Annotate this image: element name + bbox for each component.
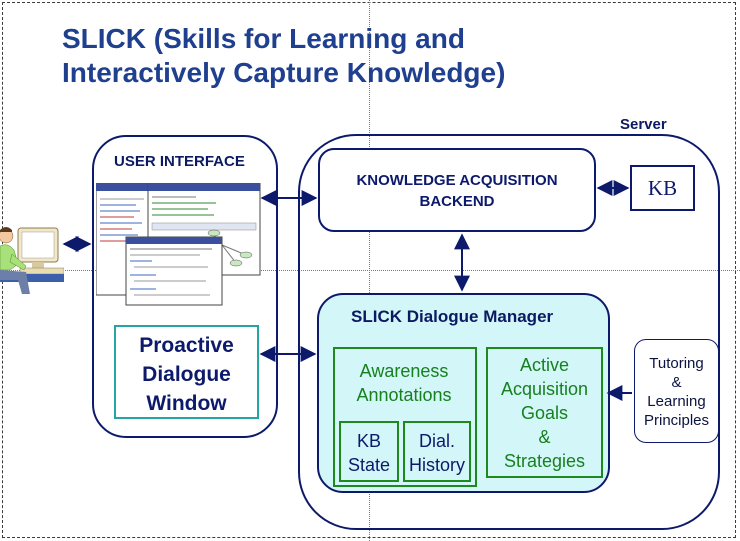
proactive-line-3: Window — [146, 392, 227, 415]
ka-backend-line-1: KNOWLEDGE ACQUISITION — [356, 172, 558, 189]
active-goals-line-3: Goals — [520, 403, 569, 423]
active-goals-line-1: Active — [519, 355, 570, 375]
title-line-1: SLICK (Skills for Learning and — [62, 23, 465, 54]
proactive-line-1: Proactive — [139, 334, 234, 357]
tutoring-line-1: Tutoring — [649, 355, 704, 372]
user-interface-container — [92, 135, 278, 438]
computer-user-drawing — [0, 227, 65, 294]
ka-backend-line-2: BACKEND — [419, 193, 495, 210]
active-goals-line-2: Acquisition — [500, 379, 589, 399]
kb-state-line-2: State — [347, 455, 391, 475]
tutoring-line-2: & — [671, 374, 682, 391]
user-interface-label: USER INTERFACE — [114, 153, 245, 170]
proactive-line-2: Dialogue — [142, 363, 231, 386]
vertical-guide — [369, 0, 370, 541]
active-goals-line-4: & — [538, 427, 551, 447]
ui-screenshot-icon — [95, 182, 264, 307]
awareness-line-2: Annotations — [356, 385, 452, 405]
tutoring-principles-box: Tutoring & Learning Principles — [634, 339, 719, 443]
awareness-annotations-box — [333, 347, 477, 487]
awareness-line-1: Awareness — [359, 361, 449, 381]
dial-history-line-2: History — [408, 455, 465, 475]
server-label: Server — [620, 116, 667, 133]
ka-backend-box: KNOWLEDGE ACQUISITION BACKEND — [318, 148, 596, 232]
tutoring-line-3: Learning — [647, 393, 706, 410]
kb-box: KB — [630, 165, 695, 211]
active-goals-line-5: Strategies — [503, 451, 586, 471]
page-title: SLICK (Skills for Learning and Interacti… — [62, 22, 505, 90]
horizontal-guide — [0, 270, 740, 271]
title-line-2: Interactively Capture Knowledge) — [62, 57, 506, 88]
computer-user-icon — [0, 218, 65, 296]
kb-state-line-1: KB — [356, 431, 381, 451]
kb-state-box: KB State — [339, 421, 399, 482]
proactive-dialogue-window: Proactive Dialogue Window — [114, 325, 259, 419]
ui-screenshot-drawing — [95, 182, 261, 306]
active-goals-box: Active Acquisition Goals & Strategies — [486, 347, 603, 478]
dialogue-manager-box — [317, 293, 610, 493]
dial-history-line-1: Dial. — [418, 431, 455, 451]
dialogue-manager-label: SLICK Dialogue Manager — [351, 307, 554, 326]
server-container — [298, 134, 720, 530]
dial-history-box: Dial. History — [403, 421, 471, 482]
kb-label: KB — [647, 176, 678, 200]
tutoring-line-4: Principles — [643, 412, 710, 429]
awareness-annotations-label: Awareness Annotations — [335, 359, 473, 407]
